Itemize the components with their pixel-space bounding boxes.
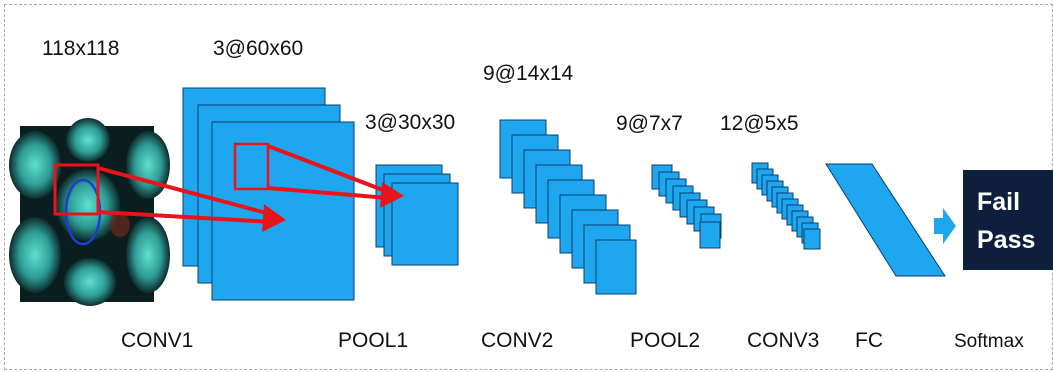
input-dim-label: 118x118 (42, 37, 120, 60)
conv2-dim-label: 9@14x14 (483, 62, 574, 85)
pool2-dim-label: 9@7x7 (616, 112, 683, 135)
conv1-receptive-field (233, 142, 270, 191)
fc-layer-label: FC (855, 329, 883, 352)
input-image (9, 118, 170, 306)
output-fail-label: Fail (977, 188, 1021, 216)
conv3-feature-maps (751, 162, 821, 250)
output-box: Fail Pass (963, 170, 1053, 270)
receptive-field-arrows (97, 144, 404, 232)
pool2-feature-maps (651, 164, 722, 249)
output-arrow-icon (934, 208, 956, 244)
pool1-layer-label: POOL1 (338, 329, 409, 352)
pool2-layer-label: POOL2 (630, 329, 701, 352)
conv2-layer-label: CONV2 (481, 329, 554, 352)
pool1-dim-label: 3@30x30 (365, 111, 456, 134)
conv3-dim-label: 12@5x5 (720, 112, 799, 135)
softmax-layer-label: Softmax (954, 331, 1024, 352)
output-pass-label: Pass (977, 226, 1036, 254)
pool1-feature-maps (375, 164, 459, 266)
conv2-feature-maps (499, 119, 637, 295)
conv1-layer-label: CONV1 (121, 329, 194, 352)
conv3-layer-label: CONV3 (747, 329, 820, 352)
fc-layer (825, 163, 946, 277)
conv1-dim-label: 3@60x60 (213, 37, 304, 60)
